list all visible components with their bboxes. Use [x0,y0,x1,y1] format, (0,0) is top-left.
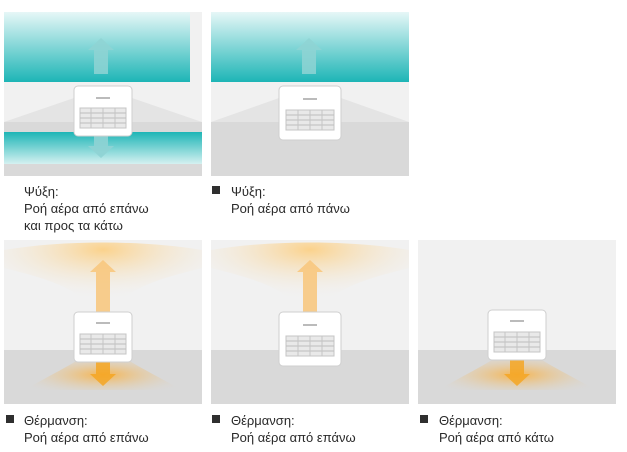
cooling-up-panel [211,12,409,176]
caption-flow: Ροή αέρα από επάνω [231,430,356,445]
heating-down-panel [418,240,616,404]
heating-up-down-illustration [4,240,202,404]
caption-flow: Ροή αέρα από επάνω [24,430,149,445]
caption-mode: Θέρμανση: [439,413,503,428]
caption-heating-down: Θέρμανση: Ροή αέρα από κάτω [439,412,554,446]
caption-heating-up: Θέρμανση: Ροή αέρα από επάνω [231,412,356,446]
bullet-icon [6,415,14,423]
bullet-icon [212,415,220,423]
arrow-up-icon [90,260,116,312]
ac-unit [278,311,342,367]
arrow-down-icon [504,360,530,386]
bullet-icon [420,415,428,423]
heating-down-illustration [418,240,616,404]
cooling-up-illustration [211,12,409,176]
ac-unit [73,85,133,137]
cooling-up-down-panel [4,12,202,176]
bullet-icon [212,186,220,194]
ac-unit [73,311,133,363]
arrow-up-icon [297,260,323,312]
caption-flow: Ροή αέρα από κάτω [439,430,554,445]
heating-up-down-panel [4,240,202,404]
arrow-up-icon [296,38,322,74]
caption-heating-up-down: Θέρμανση: Ροή αέρα από επάνω [24,412,149,446]
caption-cooling-up-down: Ψύξη: Ροή αέρα από επάνω και προς τα κάτ… [24,183,149,234]
caption-flow: Ροή αέρα από πάνω [231,201,350,216]
arrow-down-icon [90,360,116,386]
heating-up-panel [211,240,409,404]
heating-up-illustration [211,240,409,404]
caption-mode: Ψύξη: [231,184,266,199]
caption-flow: Ροή αέρα από επάνω [24,201,149,216]
caption-mode: Ψύξη: [24,184,59,199]
caption-flow-extra: και προς τα κάτω [24,218,123,233]
caption-cooling-up: Ψύξη: Ροή αέρα από πάνω [231,183,350,217]
ac-unit [487,309,547,361]
ac-unit [278,85,342,141]
arrow-down-icon [88,136,114,158]
cooling-up-down-illustration [4,12,202,176]
caption-mode: Θέρμανση: [231,413,295,428]
caption-mode: Θέρμανση: [24,413,88,428]
arrow-up-icon [88,38,114,74]
